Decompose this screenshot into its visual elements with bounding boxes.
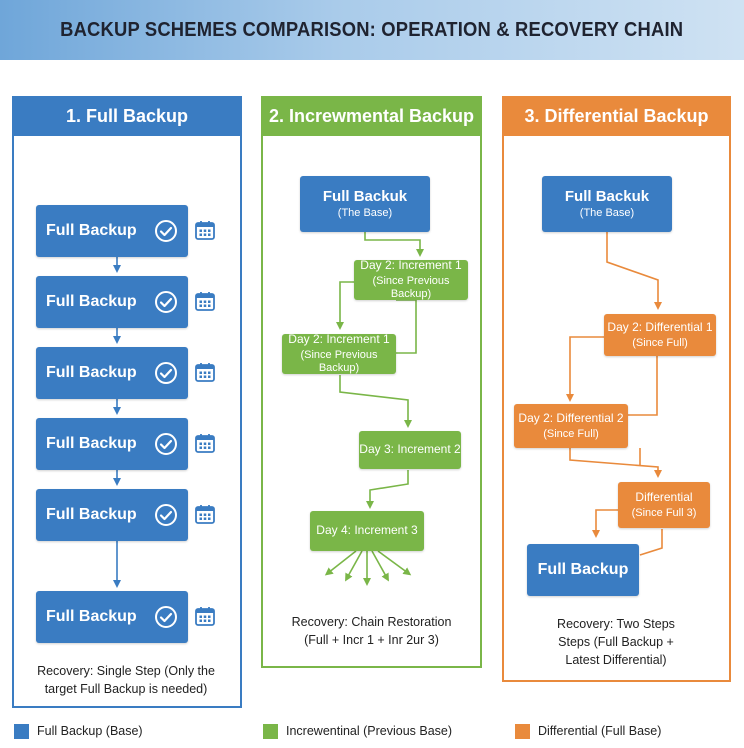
full-backup-item: Full Backup — [36, 591, 188, 643]
full-backup-item-label: Full Backup — [46, 506, 137, 523]
full-backup-item: Full Backup — [36, 418, 188, 470]
full-backup-item: Full Backup — [36, 205, 188, 257]
incremental-node-3: Day 3: Increment 2 — [359, 431, 461, 469]
differential-final-full-backup: Full Backup — [527, 544, 639, 596]
incremental-base-node: Full Backuk (The Base) — [300, 176, 430, 232]
calendar-icon — [194, 503, 216, 525]
page-title: BACKUP SCHEMES COMPARISON: OPERATION & R… — [60, 18, 684, 41]
legend-label: Differential (Full Base) — [538, 724, 662, 738]
check-circle-icon — [154, 219, 178, 243]
legend-item-differential: Differential (Full Base) — [515, 722, 661, 740]
node-title: Day 2: Increment 1 — [288, 332, 390, 347]
full-backup-item: Full Backup — [36, 347, 188, 399]
legend-item-full: Full Backup (Base) — [14, 722, 143, 740]
node-subtitle: (Since Full) — [632, 336, 688, 349]
node-title: Full Backup — [537, 560, 629, 578]
legend-swatch — [263, 723, 278, 739]
check-circle-icon — [154, 503, 178, 527]
title-banner: BACKUP SCHEMES COMPARISON: OPERATION & R… — [0, 0, 744, 60]
differential-recovery-text: Recovery: Two Steps Steps (Full Backup +… — [508, 615, 724, 669]
full-backup-item-label: Full Backup — [46, 293, 137, 310]
full-backup-item: Full Backup — [36, 276, 188, 328]
node-title: Full Backuk — [322, 188, 408, 206]
panel-incremental-backup-heading: 2. Increwmental Backup — [261, 96, 482, 136]
calendar-icon — [194, 432, 216, 454]
node-title: Day 2: Differential 1 — [607, 319, 713, 334]
node-title: Day 4: Increment 3 — [316, 523, 418, 538]
panel-differential-backup-heading: 3. Differential Backup — [502, 96, 731, 136]
recovery-line: (Full + Incr 1 + Inr 2ur 3) — [304, 633, 439, 648]
node-subtitle: (Since Full) — [543, 427, 599, 440]
node-title: Day 3: Increment 2 — [359, 442, 461, 457]
check-circle-icon — [154, 432, 178, 456]
incremental-recovery-text: Recovery: Chain Restoration (Full + Incr… — [266, 613, 477, 649]
full-backup-recovery-text: Recovery: Single Step (Only the target F… — [26, 662, 226, 698]
full-backup-item-label: Full Backup — [46, 608, 137, 625]
node-title: Day 2: Increment 1 — [360, 258, 462, 273]
differential-node-3: Differential (Since Full 3) — [618, 482, 710, 528]
legend-label: Increwentinal (Previous Base) — [286, 724, 453, 738]
legend-swatch — [14, 723, 29, 739]
node-subtitle: (Since Full 3) — [631, 506, 697, 519]
node-title: Day 2: Differential 2 — [518, 410, 624, 425]
node-subtitle: (Since Previous Backup) — [372, 275, 450, 300]
legend-item-incremental: Increwentinal (Previous Base) — [263, 722, 452, 740]
recovery-line: Recovery: Single Step (Only the — [37, 664, 215, 678]
legend-label: Full Backup (Base) — [37, 724, 143, 738]
node-subtitle: (The Base) — [579, 207, 635, 220]
node-title: Differential — [635, 489, 693, 504]
panel-full-backup-heading: 1. Full Backup — [12, 96, 242, 136]
calendar-icon — [194, 219, 216, 241]
recovery-line: Recovery: Two Steps — [557, 617, 675, 631]
differential-node-1: Day 2: Differential 1 (Since Full) — [604, 314, 716, 356]
full-backup-item-label: Full Backup — [46, 222, 137, 239]
calendar-icon — [194, 361, 216, 383]
node-title: Full Backuk — [564, 188, 650, 206]
recovery-line: Recovery: Chain Restoration — [291, 615, 452, 629]
recovery-line: Latest Differential) — [565, 653, 667, 668]
full-backup-item-label: Full Backup — [46, 435, 137, 452]
check-circle-icon — [154, 290, 178, 314]
recovery-line: target Full Backup is needed) — [44, 682, 208, 697]
full-backup-item-label: Full Backup — [46, 364, 137, 381]
recovery-line: Steps (Full Backup + — [558, 635, 674, 650]
check-circle-icon — [154, 605, 178, 629]
node-subtitle: (The Base) — [337, 207, 393, 220]
check-circle-icon — [154, 361, 178, 385]
differential-base-node: Full Backuk (The Base) — [542, 176, 672, 232]
incremental-node-1: Day 2: Increment 1 (Since Previous Backu… — [354, 258, 468, 300]
incremental-node-4: Day 4: Increment 3 — [310, 511, 424, 551]
calendar-icon — [194, 605, 216, 627]
node-subtitle: (Since Previous Backup) — [300, 349, 378, 374]
full-backup-item: Full Backup — [36, 489, 188, 541]
incremental-node-2: Day 2: Increment 1 (Since Previous Backu… — [282, 332, 396, 374]
differential-node-2: Day 2: Differential 2 (Since Full) — [514, 404, 628, 448]
calendar-icon — [194, 290, 216, 312]
legend-swatch — [515, 723, 530, 739]
